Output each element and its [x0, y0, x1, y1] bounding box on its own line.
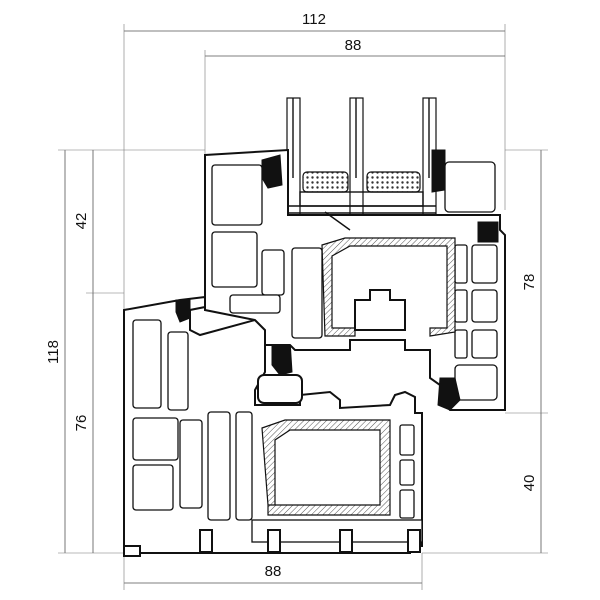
sash-chamber-12 — [291, 247, 323, 339]
dim-40-label: 40 — [521, 475, 538, 492]
sash-chamber-9 — [454, 289, 468, 323]
spacer-bar-right — [366, 171, 421, 193]
dimension-left-total: 118 — [45, 149, 205, 554]
dim-88-bottom-label: 88 — [265, 563, 282, 580]
dimension-left-lower: 76 — [73, 293, 94, 553]
dimension-right-upper: 78 — [505, 149, 548, 414]
dim-76-label: 76 — [73, 415, 90, 432]
dimension-right-lower: 40 — [422, 413, 548, 554]
dim-112-label: 112 — [302, 11, 326, 28]
dim-118-label: 118 — [45, 340, 62, 364]
frame-chamber-6 — [235, 411, 253, 521]
dim-78-label: 78 — [521, 274, 538, 291]
sash-profile — [204, 148, 506, 411]
dimension-top-inner: 88 — [204, 37, 505, 155]
sash-gasket-bottom — [437, 377, 461, 411]
frame-foot-1 — [123, 545, 141, 557]
sash-chamber-7 — [471, 329, 498, 359]
frame-chamber-9 — [399, 489, 415, 519]
dim-42-label: 42 — [73, 213, 90, 230]
frame-chamber-10 — [167, 331, 189, 411]
spacer-bar-left — [302, 171, 349, 193]
sash-gasket-corner — [477, 221, 499, 243]
sash-chamber-4 — [229, 294, 281, 314]
sash-chamber-3 — [261, 249, 285, 296]
frame-foot-3 — [267, 529, 281, 553]
frame-chamber-1 — [132, 319, 162, 409]
dim-88-top-label: 88 — [345, 37, 362, 54]
glazing-unit — [286, 97, 437, 221]
hardware-channel — [354, 289, 406, 331]
frame-chamber-7 — [399, 424, 415, 456]
sash-chamber-1 — [211, 164, 263, 226]
frame-chamber-2 — [132, 417, 179, 461]
frame-bottom-channel — [251, 519, 423, 543]
sash-chamber-11 — [454, 364, 498, 401]
bead-chamber — [444, 161, 496, 213]
frame-chamber-3 — [132, 464, 174, 511]
frame-foot-4 — [339, 529, 353, 553]
dimension-left-upper: 42 — [73, 150, 124, 294]
dimension-bottom: 88 — [123, 553, 423, 590]
frame-foot-5 — [407, 529, 421, 553]
sash-chamber-2 — [211, 231, 258, 288]
bead-gasket — [431, 149, 446, 193]
frame-chamber-8 — [399, 459, 415, 486]
frame-chamber-5 — [207, 411, 231, 521]
frame-chamber-4 — [179, 419, 203, 509]
sash-gasket-outer — [261, 154, 283, 189]
frame-gasket-outer — [175, 299, 191, 323]
sash-steel-reinforcement — [321, 237, 456, 337]
frame-profile — [123, 295, 423, 557]
sash-chamber-6 — [471, 289, 498, 323]
frame-glazing-clip — [257, 374, 303, 404]
sash-outer-contour — [204, 148, 506, 411]
frame-steel-reinforcement — [261, 419, 391, 516]
sash-chamber-10 — [454, 329, 468, 359]
frame-foot-2 — [199, 529, 213, 553]
glazing-wedge — [324, 211, 351, 231]
dimension-top-outer: 112 — [123, 11, 506, 310]
sash-chamber-8 — [454, 244, 468, 284]
sash-chamber-5 — [471, 244, 498, 284]
